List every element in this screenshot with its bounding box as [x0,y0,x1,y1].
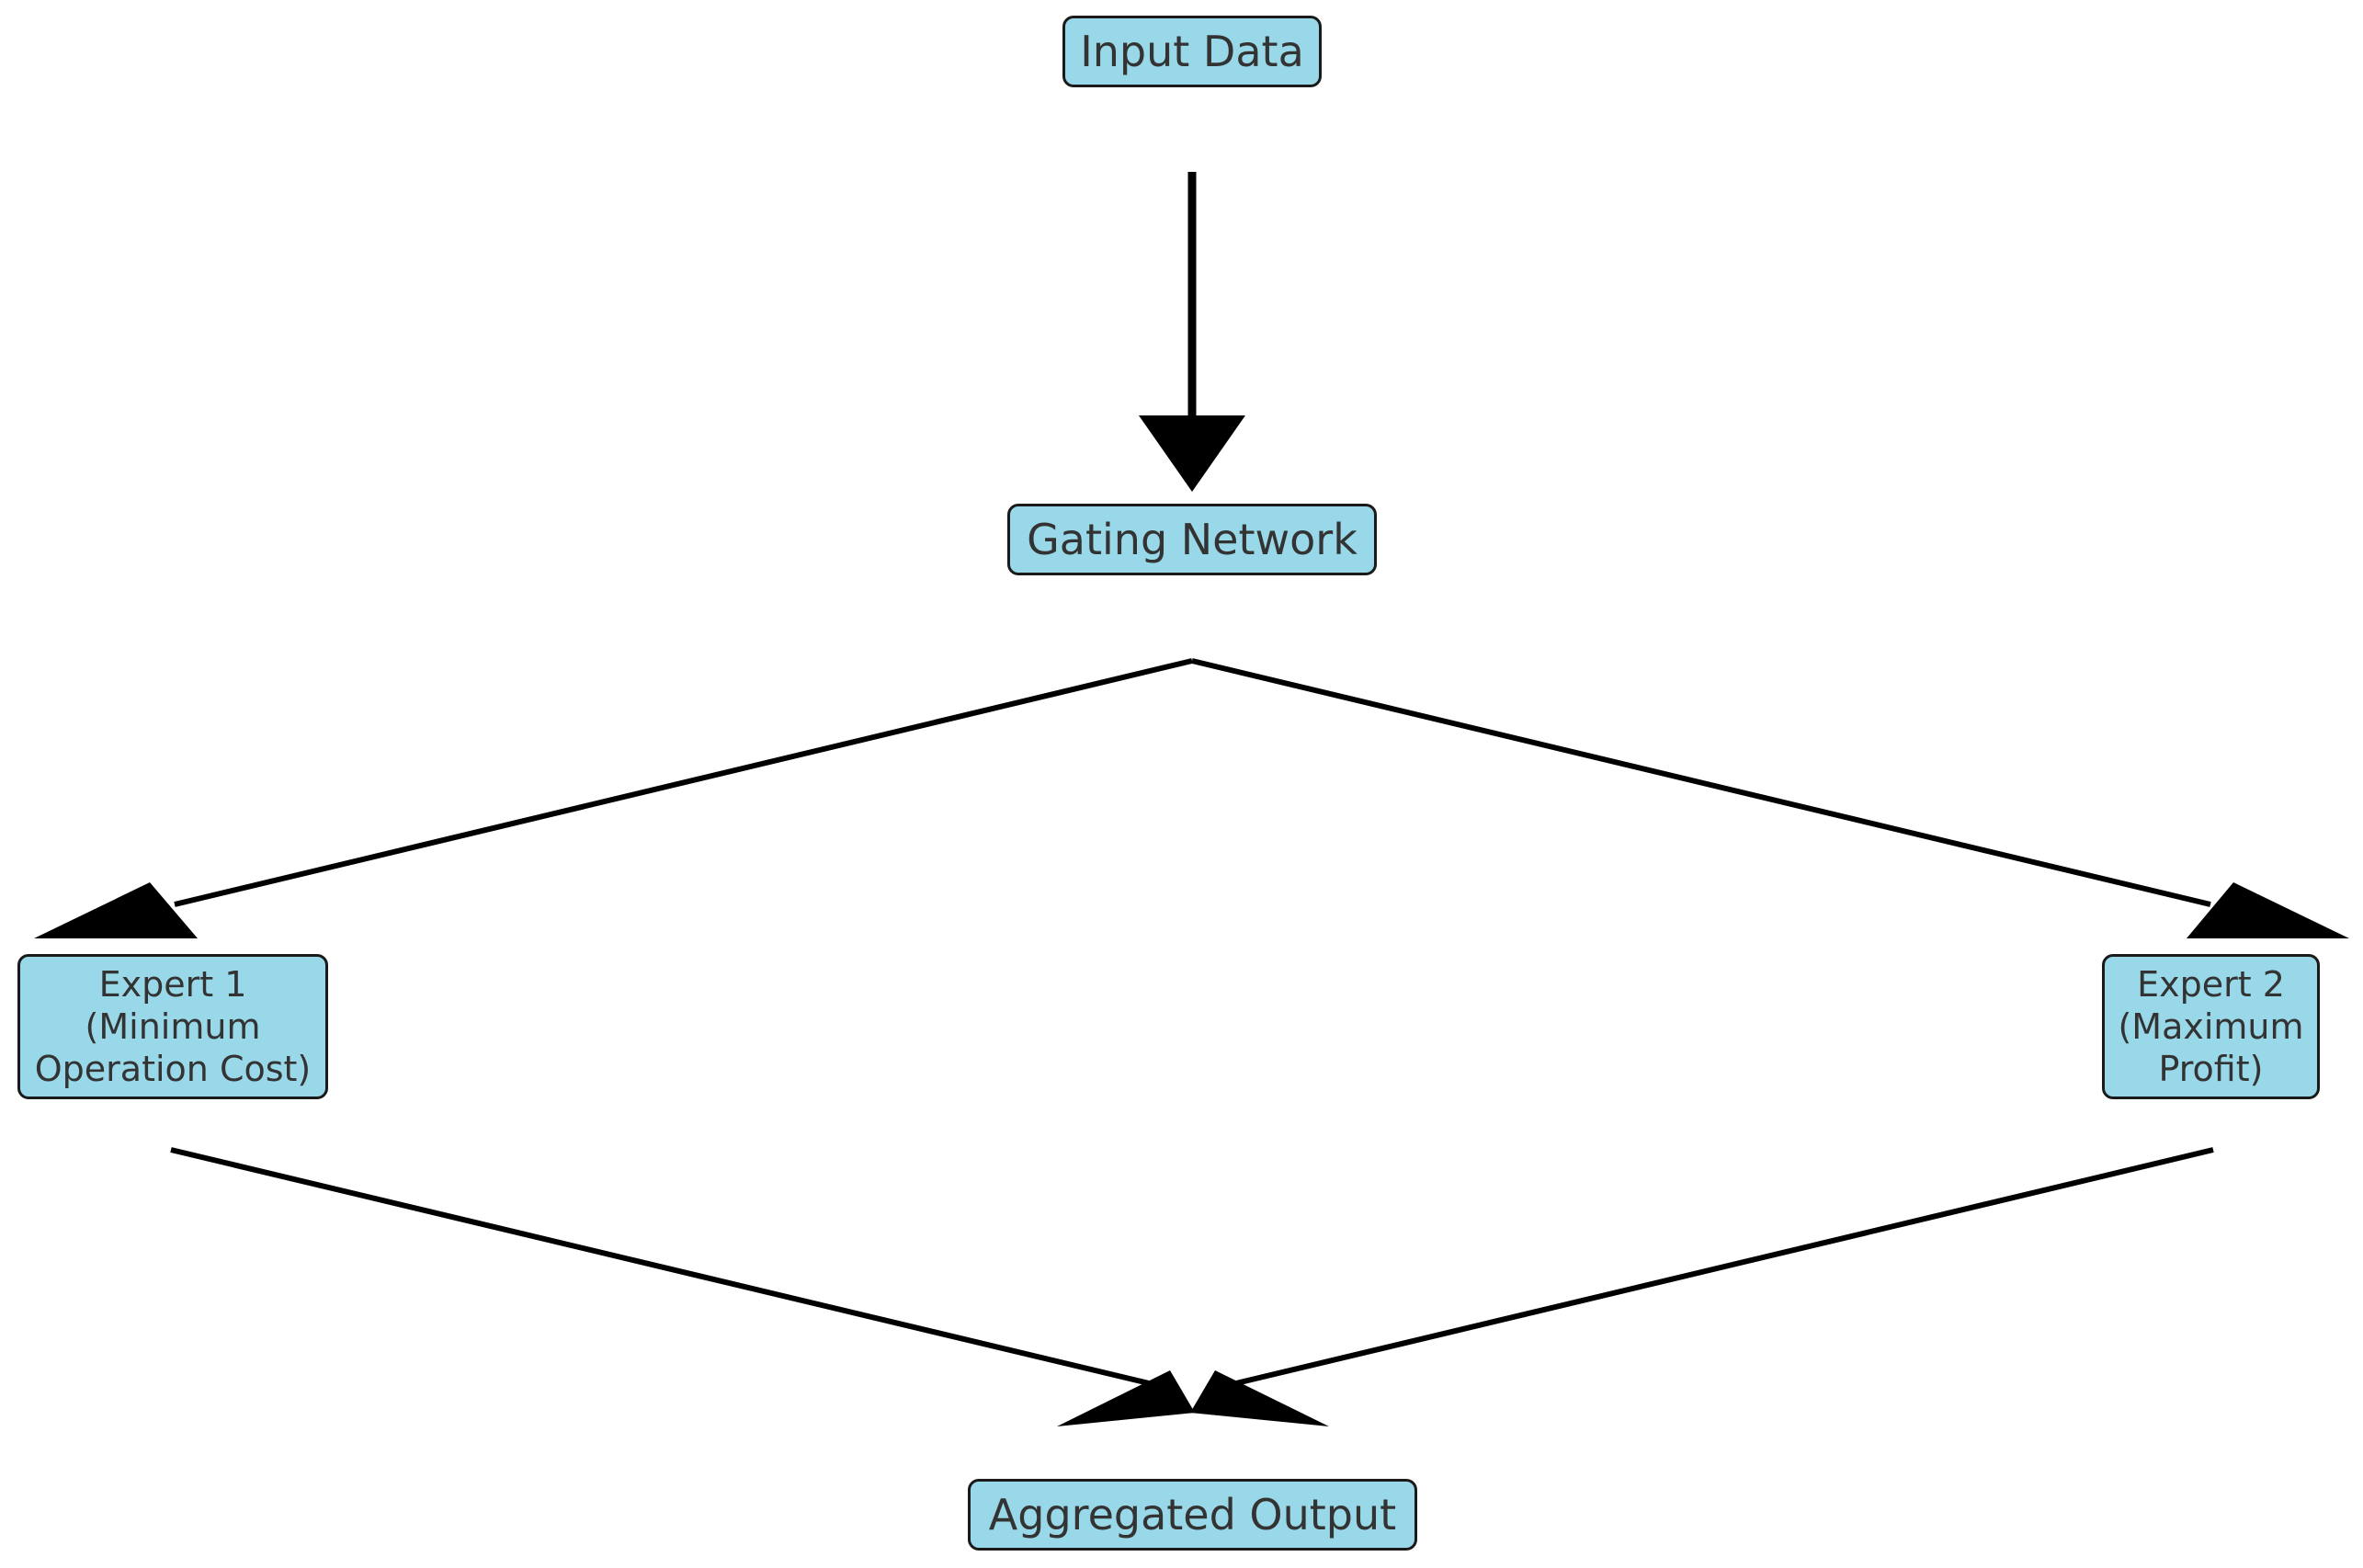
node-aggregated-output: Aggregated Output [968,1479,1417,1551]
edge-gating-to-expert1-arrowhead [34,882,198,938]
node-expert-2: Expert 2 (Maximum Profit) [2102,954,2320,1099]
node-gating-network-label: Gating Network [1027,515,1358,564]
node-gating-network: Gating Network [1007,504,1377,575]
edge-input-to-gating [1139,172,1245,492]
edge-gating-to-expert2 [1191,658,2349,938]
edge-expert2-to-output-line [1235,1147,2214,1386]
node-expert-2-label: Expert 2 (Maximum Profit) [2118,964,2304,1089]
edge-expert2-to-output [1190,1147,2214,1426]
edge-gating-to-expert1 [34,658,1193,938]
edge-input-to-gating-arrowhead [1139,415,1245,492]
edge-expert2-to-output-arrowhead [1190,1370,1329,1426]
node-aggregated-output-label: Aggregated Output [988,1490,1397,1540]
edge-gating-to-expert2-line [1191,658,2211,907]
node-expert-1: Expert 1 (Minimum Operation Cost) [17,954,328,1099]
node-expert-1-label: Expert 1 (Minimum Operation Cost) [34,964,312,1089]
edge-expert1-to-output-arrowhead [1057,1370,1195,1426]
node-input-data: Input Data [1062,16,1322,87]
edge-gating-to-expert1-line [174,658,1193,907]
edge-expert1-to-output-line [170,1147,1150,1386]
node-input-data-label: Input Data [1080,27,1304,76]
edge-expert1-to-output [170,1147,1195,1426]
diagram-edges [34,172,2349,1426]
edge-gating-to-expert2-arrowhead [2187,882,2349,938]
